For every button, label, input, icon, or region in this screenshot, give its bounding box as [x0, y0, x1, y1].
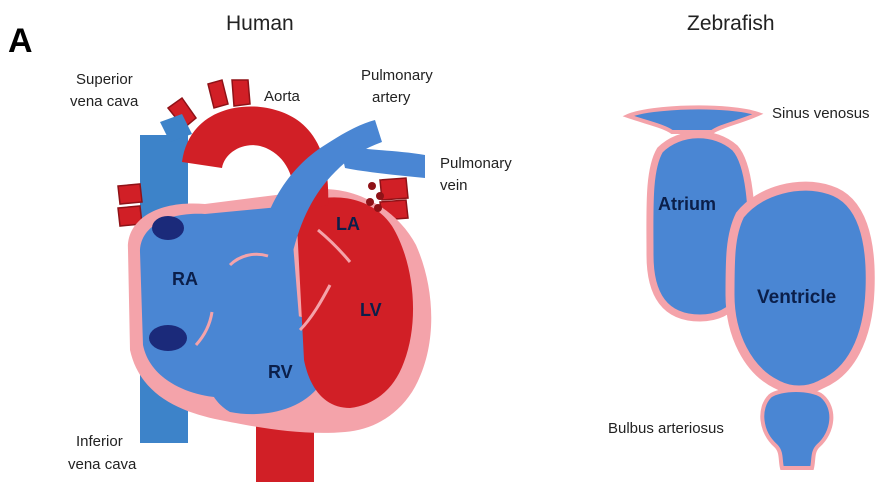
chamber-label-rv: RV — [268, 362, 293, 382]
label-aorta: Aorta — [264, 88, 301, 105]
chamber-label-la: LA — [336, 214, 360, 234]
chamber-label-ra: RA — [172, 269, 198, 289]
label-pulmonary-vein-line2: vein — [440, 177, 468, 194]
human-title: Human — [226, 12, 294, 35]
label-superior-vena-cava-line1: Superior — [76, 71, 133, 88]
sinus-venosus — [628, 107, 758, 132]
pulmonary-vein-vessel — [340, 145, 425, 178]
label-inferior-vena-cava-line1: Inferior — [76, 433, 123, 450]
chamber-label-ventricle: Ventricle — [757, 287, 836, 308]
label-bulbus-arteriosus: Bulbus arteriosus — [608, 420, 724, 437]
zebrafish-heart: Atrium Ventricle Sinus venosus Bulbus ar… — [608, 105, 870, 468]
label-inferior-vena-cava-line2: vena cava — [68, 456, 137, 473]
label-pulmonary-artery-line1: Pulmonary — [361, 67, 433, 84]
label-pulmonary-artery-line2: artery — [372, 89, 411, 106]
chamber-label-lv: LV — [360, 300, 382, 320]
valve-upper — [152, 216, 184, 240]
chamber-label-atrium: Atrium — [658, 194, 716, 214]
panel-label: A — [8, 22, 33, 60]
valve-lower — [149, 325, 187, 351]
bulbus-arteriosus — [762, 390, 831, 468]
label-superior-vena-cava-line2: vena cava — [70, 93, 139, 110]
label-sinus-venosus: Sinus venosus — [772, 105, 870, 122]
label-pulmonary-vein-line1: Pulmonary — [440, 155, 512, 172]
human-heart: RA LA LV RV Superior vena cava Aorta Pul… — [68, 67, 512, 482]
zebrafish-title: Zebrafish — [687, 12, 775, 35]
